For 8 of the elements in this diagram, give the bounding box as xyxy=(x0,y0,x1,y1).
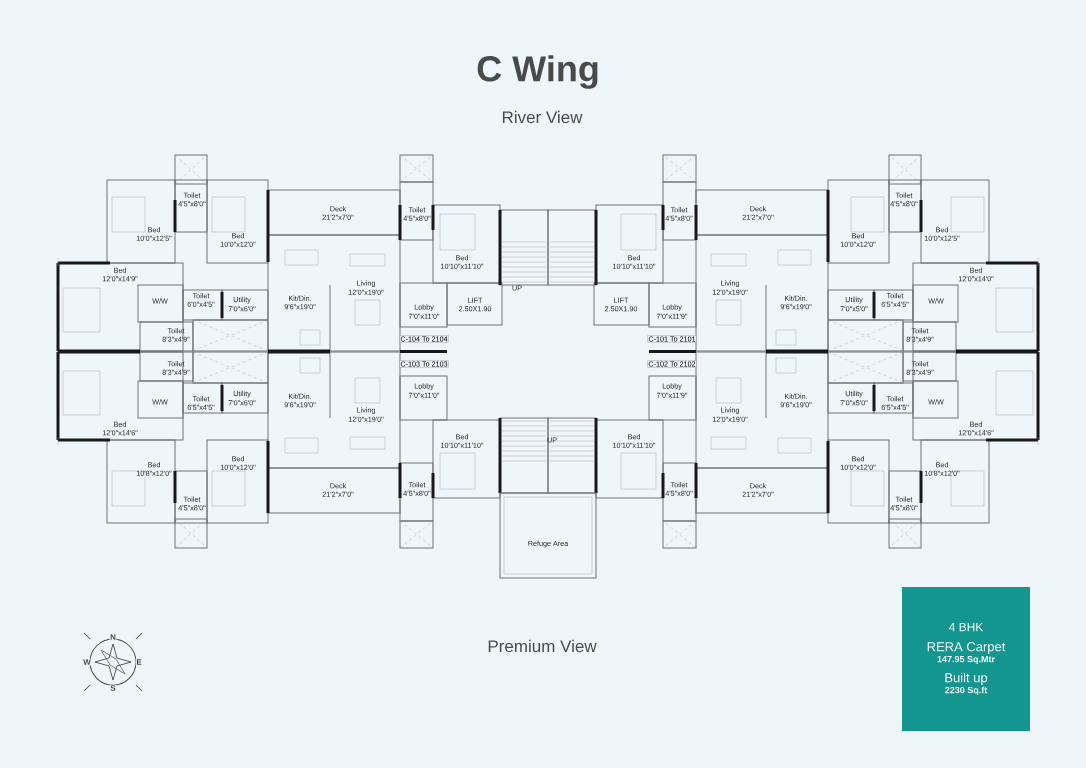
compass-letter: E xyxy=(135,658,143,666)
compass-letter: N xyxy=(109,633,117,641)
info-box: 4 BHK RERA Carpet 147.95 Sq.Mtr Built up 2230 Sq.ft xyxy=(902,587,1030,731)
compass-letter: W xyxy=(82,658,92,666)
view-label: River View xyxy=(502,110,583,124)
view-label: Premium View xyxy=(488,639,597,653)
title: C Wing xyxy=(477,55,598,89)
compass-letter: S xyxy=(109,684,117,692)
